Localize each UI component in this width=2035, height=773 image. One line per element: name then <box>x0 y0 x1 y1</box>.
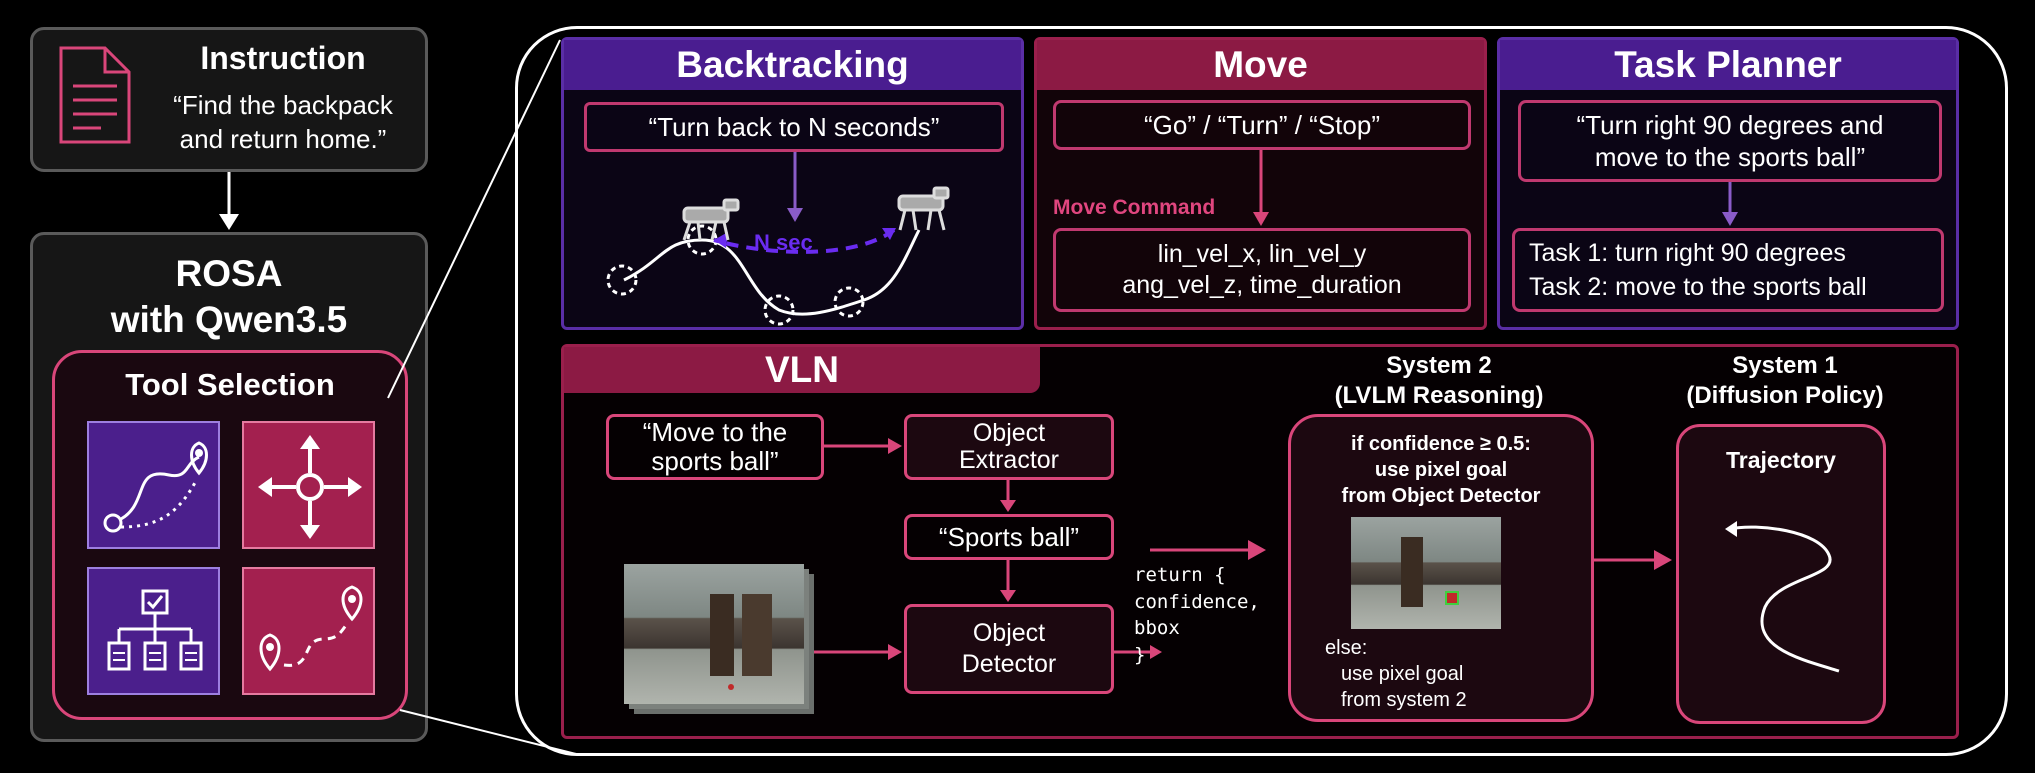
system2-if-line2: use pixel goal <box>1374 459 1508 481</box>
system1-box: Trajectory <box>1676 424 1886 724</box>
system2-title-line2: (LVLM Reasoning) <box>1334 382 1544 409</box>
task-2: Task 2: move to the sports ball <box>1529 272 1867 301</box>
task-planner-command-box: “Turn right 90 degrees and move to the s… <box>1518 100 1942 182</box>
move-arrow <box>1253 150 1269 226</box>
vln-instruction-line2: sports ball” <box>651 446 779 476</box>
system2-else-line3: from system 2 <box>1341 689 1467 711</box>
system2-if-line1: if confidence ≥ 0.5: <box>1351 433 1531 455</box>
task-planner-title: Task Planner <box>1614 44 1842 85</box>
move-panel: Move “Go” / “Turn” / “Stop” Move Command… <box>1034 37 1487 330</box>
task-planner-command-line1: “Turn right 90 degrees and <box>1576 109 1884 140</box>
object-extractor-line1: Object <box>972 418 1046 447</box>
return-line4: } <box>1134 643 1146 666</box>
object-extractor-box: Object Extractor <box>904 414 1114 480</box>
n-sec-label: N sec <box>754 230 813 255</box>
system2-box: if confidence ≥ 0.5: use pixel goal from… <box>1288 414 1594 722</box>
backtracking-illustration <box>606 152 950 326</box>
system2-else-line1: else: <box>1325 637 1368 659</box>
zoom-frame <box>515 26 2008 756</box>
hierarchy-icon <box>107 589 203 671</box>
move-params-line1: lin_vel_x, lin_vel_y <box>1157 239 1367 268</box>
move-arrows-icon <box>258 435 362 539</box>
system2-if-line3: from Object Detector <box>1341 485 1541 507</box>
system1-title-line1: System 1 <box>1732 352 1838 379</box>
return-block: return { confidence, bbox } <box>1134 562 1260 668</box>
object-detector-line1: Object <box>972 618 1046 647</box>
trajectory-curve <box>1725 521 1840 673</box>
task-planner-header: Task Planner <box>1500 40 1956 90</box>
sports-ball-box: “Sports ball” <box>904 514 1114 560</box>
instruction-title: Instruction <box>200 40 366 76</box>
sports-ball-text: “Sports ball” <box>938 521 1080 552</box>
task-planner-arrow <box>1722 182 1738 226</box>
vln-instruction-line1: “Move to the <box>642 417 788 448</box>
tool-task-planner-tile[interactable] <box>87 567 220 695</box>
backtracking-header: Backtracking <box>564 40 1021 90</box>
rosa-title-line1: ROSA <box>175 253 283 294</box>
path-pin-icon <box>103 441 208 533</box>
move-params-line2: ang_vel_z, time_duration <box>1122 271 1402 299</box>
tool-backtracking-tile[interactable] <box>87 421 220 549</box>
tool-selection-title: Tool Selection <box>125 367 335 402</box>
return-line3: bbox <box>1134 617 1180 640</box>
move-header: Move <box>1037 40 1484 90</box>
detection-bbox <box>1445 591 1459 605</box>
object-extractor-line2: Extractor <box>958 446 1060 474</box>
return-line2: confidence, <box>1134 590 1260 613</box>
backtracking-command-box: “Turn back to N seconds” <box>584 102 1004 152</box>
task-list-box: Task 1: turn right 90 degrees Task 2: mo… <box>1512 228 1944 312</box>
move-command-box: “Go” / “Turn” / “Stop” <box>1053 100 1471 150</box>
return-line1: return { <box>1134 564 1226 586</box>
system2-else-line2: use pixel goal <box>1341 663 1464 685</box>
robot-dog-icon-2 <box>897 186 950 231</box>
move-title: Move <box>1213 44 1308 85</box>
tool-vln-tile[interactable] <box>242 567 375 695</box>
object-detector-line2: Detector <box>961 650 1057 678</box>
task-planner-command-line2: move to the sports ball” <box>1594 142 1866 172</box>
object-detector-box: Object Detector <box>904 604 1114 694</box>
backtracking-panel: Backtracking “Turn back to N seconds” N … <box>561 37 1024 330</box>
camera-frame-image <box>624 564 804 704</box>
vln-title: VLN <box>765 349 839 390</box>
instruction-text-line1: “Find the backpack <box>173 90 393 120</box>
instruction-text-line2: and return home.” <box>179 124 387 154</box>
instruction-panel: Instruction “Find the backpack and retur… <box>30 27 428 172</box>
system1-title-line2: (Diffusion Policy) <box>1686 382 1884 409</box>
robot-dog-icon <box>682 198 740 241</box>
task-planner-panel: Task Planner “Turn right 90 degrees and … <box>1497 37 1959 330</box>
vln-header: VLN <box>564 347 1040 393</box>
move-command-label: Move Command <box>1053 196 1216 219</box>
task-1: Task 1: turn right 90 degrees <box>1529 239 1846 267</box>
system2-title-line1: System 2 <box>1386 352 1492 379</box>
vln-instruction-box: “Move to the sports ball” <box>606 414 824 480</box>
trajectory-label: Trajectory <box>1726 447 1836 473</box>
backtracking-command: “Turn back to N seconds” <box>648 111 940 142</box>
system2-camera-image <box>1351 517 1501 629</box>
backtracking-title: Backtracking <box>676 44 909 85</box>
move-command: “Go” / “Turn” / “Stop” <box>1144 109 1380 140</box>
route-pins-icon <box>259 585 363 672</box>
move-params-box: lin_vel_x, lin_vel_y ang_vel_z, time_dur… <box>1053 228 1471 312</box>
camera-frames-stack <box>624 564 814 714</box>
rosa-title-line2: with Qwen3.5 <box>110 299 348 340</box>
tool-selection-panel: Tool Selection <box>52 350 408 720</box>
document-icon <box>59 46 131 144</box>
tool-move-tile[interactable] <box>242 421 375 549</box>
